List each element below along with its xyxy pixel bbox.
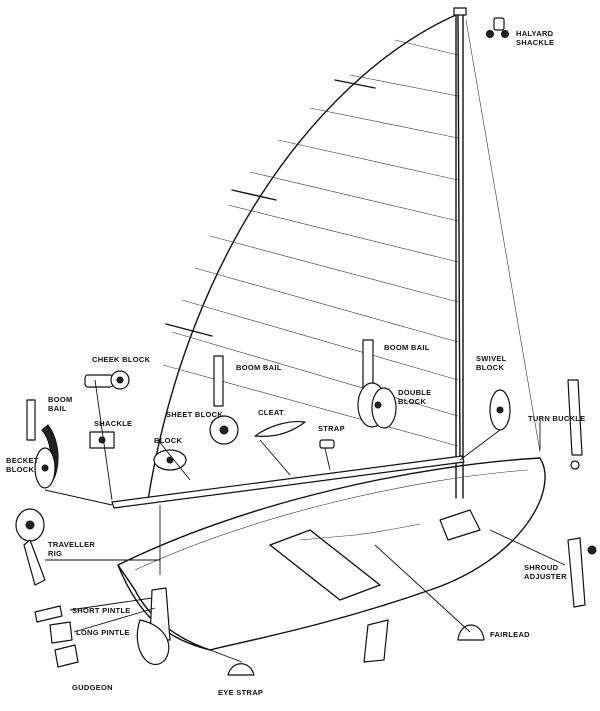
- leader-lines: [44, 379, 566, 663]
- label-strap: STRAP: [318, 424, 345, 433]
- label-fairlead: FAIRLEAD: [490, 630, 530, 639]
- mainsail: [147, 13, 461, 501]
- shroud-adjuster-part: [567, 537, 597, 608]
- eye-strap-part: [227, 663, 255, 676]
- label-turn-buckle: TURN BUCKLE: [528, 414, 586, 423]
- sail-seams: [162, 39, 459, 447]
- label-boom-bail-left: BOOM BAIL: [48, 395, 73, 413]
- label-cleat: CLEAT: [258, 408, 284, 417]
- label-shroud-adjuster: SHROUD ADJUSTER: [524, 563, 567, 581]
- mast: [453, 7, 541, 499]
- halyard-shackle-part: [486, 17, 509, 38]
- rudder-assembly: [136, 587, 171, 666]
- label-eye-strap: EYE STRAP: [218, 688, 264, 697]
- label-long-pintle: LONG PINTLE: [76, 628, 130, 637]
- fairlead-part: [457, 624, 485, 641]
- strap-part: [319, 439, 335, 449]
- label-gudgeon: GUDGEON: [72, 683, 113, 692]
- label-double-block: DOUBLE BLOCK: [398, 388, 432, 406]
- cheek-block-part: [84, 370, 130, 390]
- becket-block-part: [34, 447, 56, 489]
- cleat-part: [254, 420, 306, 437]
- long-pintle-part: [49, 621, 73, 644]
- boom-bail-center-part: [209, 355, 239, 445]
- label-shackle: SHACKLE: [94, 419, 133, 428]
- double-block-part: [357, 382, 397, 429]
- label-short-pintle: SHORT PINTLE: [72, 606, 131, 615]
- turn-buckle-part: [567, 379, 583, 470]
- swivel-block-part: [489, 389, 511, 431]
- label-halyard-shackle: HALYARD SHACKLE: [516, 29, 555, 47]
- block-part: [153, 449, 187, 471]
- boom: [111, 455, 465, 575]
- sail-battens: [165, 79, 376, 337]
- label-boom-bail-center: BOOM BAIL: [236, 363, 282, 372]
- label-cheek-block: CHEEK BLOCK: [92, 355, 151, 364]
- short-pintle-part: [34, 605, 63, 623]
- gudgeon-part: [54, 644, 79, 668]
- label-sheet-block: SHEET BLOCK: [166, 410, 224, 419]
- label-swivel-block: SWIVEL BLOCK: [476, 354, 507, 372]
- label-traveller-rig: TRAVELLER RIG: [48, 540, 96, 558]
- traveller-rig-part: [15, 508, 46, 586]
- label-block: BLOCK: [154, 436, 183, 445]
- label-becket-block: BECKET BLOCK: [6, 456, 39, 474]
- hull: [117, 457, 546, 663]
- shackle-part: [89, 431, 115, 449]
- label-boom-bail-right: BOOM BAIL: [384, 343, 430, 352]
